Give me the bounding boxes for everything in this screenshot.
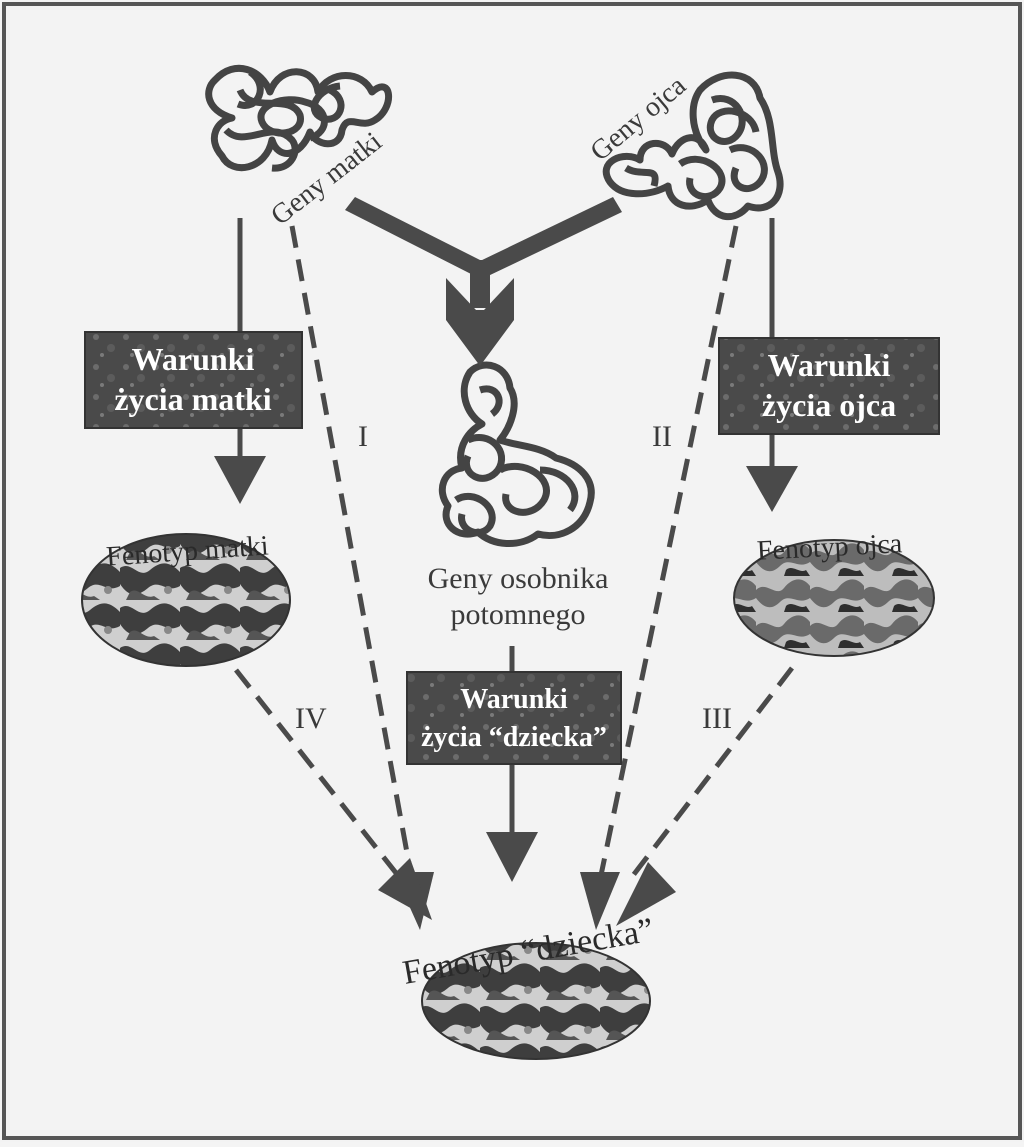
child-conditions-line1: Warunki	[460, 684, 568, 715]
child-conditions-line2: życia “dziecka”	[421, 722, 607, 753]
mother-genes-tangle	[205, 64, 392, 172]
solid-arrows	[214, 218, 798, 882]
offspring-genes-label-line2: potomnego	[451, 598, 586, 631]
mother-conditions-line2: życia matki	[114, 381, 271, 417]
father-phenotype-label: Fenotyp ojca	[756, 528, 903, 567]
father-conditions-box: Warunki życia ojca	[718, 337, 940, 435]
merge-arrow	[345, 197, 622, 366]
child-phenotype-ellipse	[421, 942, 651, 1060]
father-conditions-line1: Warunki	[768, 347, 891, 383]
mother-conditions-box: Warunki życia matki	[84, 331, 303, 429]
path-label-III: III	[702, 702, 732, 735]
father-conditions-line2: życia ojca	[762, 387, 896, 423]
father-phenotype-ellipse	[733, 539, 935, 657]
mother-conditions-line1: Warunki	[132, 341, 255, 377]
child-conditions-box: Warunki życia “dziecka”	[406, 671, 622, 765]
dashed-arrows	[234, 225, 794, 884]
mother-phenotype-ellipse	[81, 533, 291, 667]
dashed-arrowheads	[378, 858, 676, 930]
path-label-IV: IV	[295, 702, 327, 735]
path-label-II: II	[652, 420, 672, 453]
path-label-I: I	[358, 420, 368, 453]
father-genes-tangle	[602, 71, 784, 220]
offspring-genes-tangle	[438, 361, 595, 548]
offspring-genes-label-line1: Geny osobnika	[428, 562, 609, 595]
